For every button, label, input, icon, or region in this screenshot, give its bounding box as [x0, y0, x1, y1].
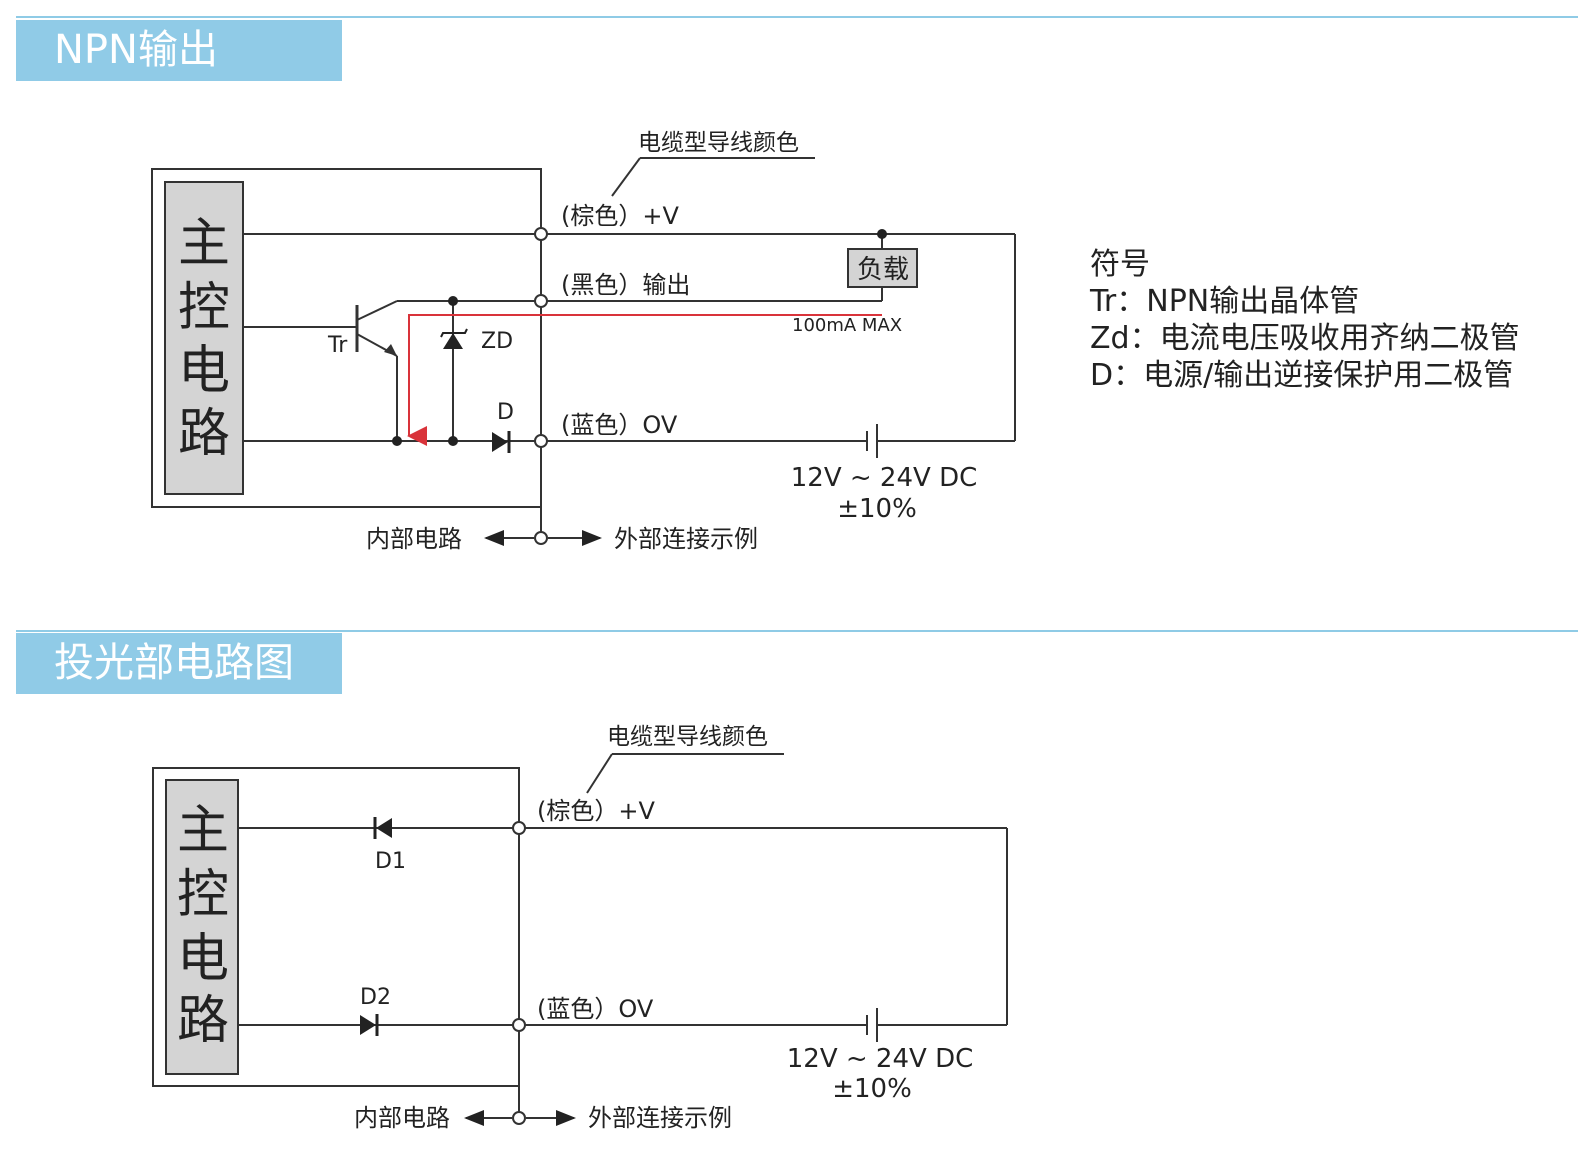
npn-tolerance-label: ±10% — [837, 494, 917, 524]
npn-circuit — [151, 157, 1016, 546]
internal-circuit-box — [151, 168, 542, 508]
zener-icon — [443, 333, 463, 349]
npn-external-label: 外部连接示例 — [614, 525, 758, 553]
emitter-wire-brown-label: (棕色）+V — [537, 797, 655, 825]
top-rule — [16, 16, 1578, 18]
emitter-main-control-block — [165, 779, 239, 1075]
load-box — [847, 248, 918, 288]
emitter-main-char-1: 主 — [177, 801, 229, 861]
emitter-main-char-4: 路 — [177, 991, 229, 1051]
npn-main-char-3: 电 — [178, 341, 230, 401]
d1-diode-icon — [376, 818, 392, 838]
terminal-brown — [534, 227, 548, 241]
legend-item-tr: Tr：NPN输出晶体管 — [1090, 284, 1360, 319]
legend-title: 符号 — [1090, 247, 1150, 282]
d-label: D — [497, 400, 514, 425]
symbol-legend: 符号 Tr：NPN输出晶体管 Zd：电流电压吸收用齐纳二极管 D：电源/输出逆接… — [1090, 246, 1520, 394]
emitter-supply-label: 12V ~ 24V DC — [787, 1044, 974, 1074]
main-control-block — [164, 181, 244, 495]
zd-label: ZD — [481, 329, 513, 354]
npn-supply-label: 12V ~ 24V DC — [791, 463, 978, 493]
emitter-internal-label: 内部电路 — [354, 1104, 450, 1132]
tr-label: Tr — [327, 333, 348, 358]
npn-wire-black-label: (黑色）输出 — [561, 271, 690, 299]
transistor-arrow — [384, 344, 397, 356]
emitter-cable-color-label: 电缆型导线颜色 — [607, 724, 768, 750]
max-current-label: 100mA MAX — [792, 315, 902, 336]
load-label: 负载 — [857, 255, 909, 285]
section-title-npn: NPN输出 — [16, 20, 342, 81]
npn-wire-brown-label: (棕色）+V — [561, 202, 679, 230]
transistor-collector — [356, 300, 398, 321]
terminal-blue — [534, 434, 548, 448]
npn-wire-blue-label: (蓝色）OV — [561, 411, 678, 439]
d1-label: D1 — [375, 849, 406, 874]
emitter-wire-blue-label: (蓝色）OV — [537, 995, 654, 1023]
current-path — [407, 314, 882, 446]
emitter-main-char-3: 电 — [177, 929, 229, 989]
diode-icon — [492, 432, 508, 452]
legend-item-d: D：电源/输出逆接保护用二极管 — [1090, 358, 1514, 393]
npn-main-char-2: 控 — [178, 278, 230, 338]
section-title-emitter: 投光部电路图 — [16, 633, 342, 694]
npn-main-char-4: 路 — [178, 404, 230, 464]
d2-label: D2 — [360, 985, 391, 1010]
terminal-black — [534, 294, 548, 308]
d2-diode-icon — [360, 1015, 376, 1035]
npn-internal-label: 内部电路 — [366, 525, 462, 553]
emitter-tolerance-label: ±10% — [832, 1074, 912, 1104]
npn-main-char-1: 主 — [178, 214, 230, 274]
emitter-external-label: 外部连接示例 — [588, 1104, 732, 1132]
emitter-circuit — [152, 753, 1008, 1126]
emitter-internal-box — [152, 767, 520, 1087]
npn-cable-color-label: 电缆型导线颜色 — [638, 130, 799, 156]
emitter-main-char-2: 控 — [177, 865, 229, 925]
legend-item-zd: Zd：电流电压吸收用齐纳二极管 — [1090, 321, 1520, 356]
middle-rule — [16, 630, 1578, 632]
